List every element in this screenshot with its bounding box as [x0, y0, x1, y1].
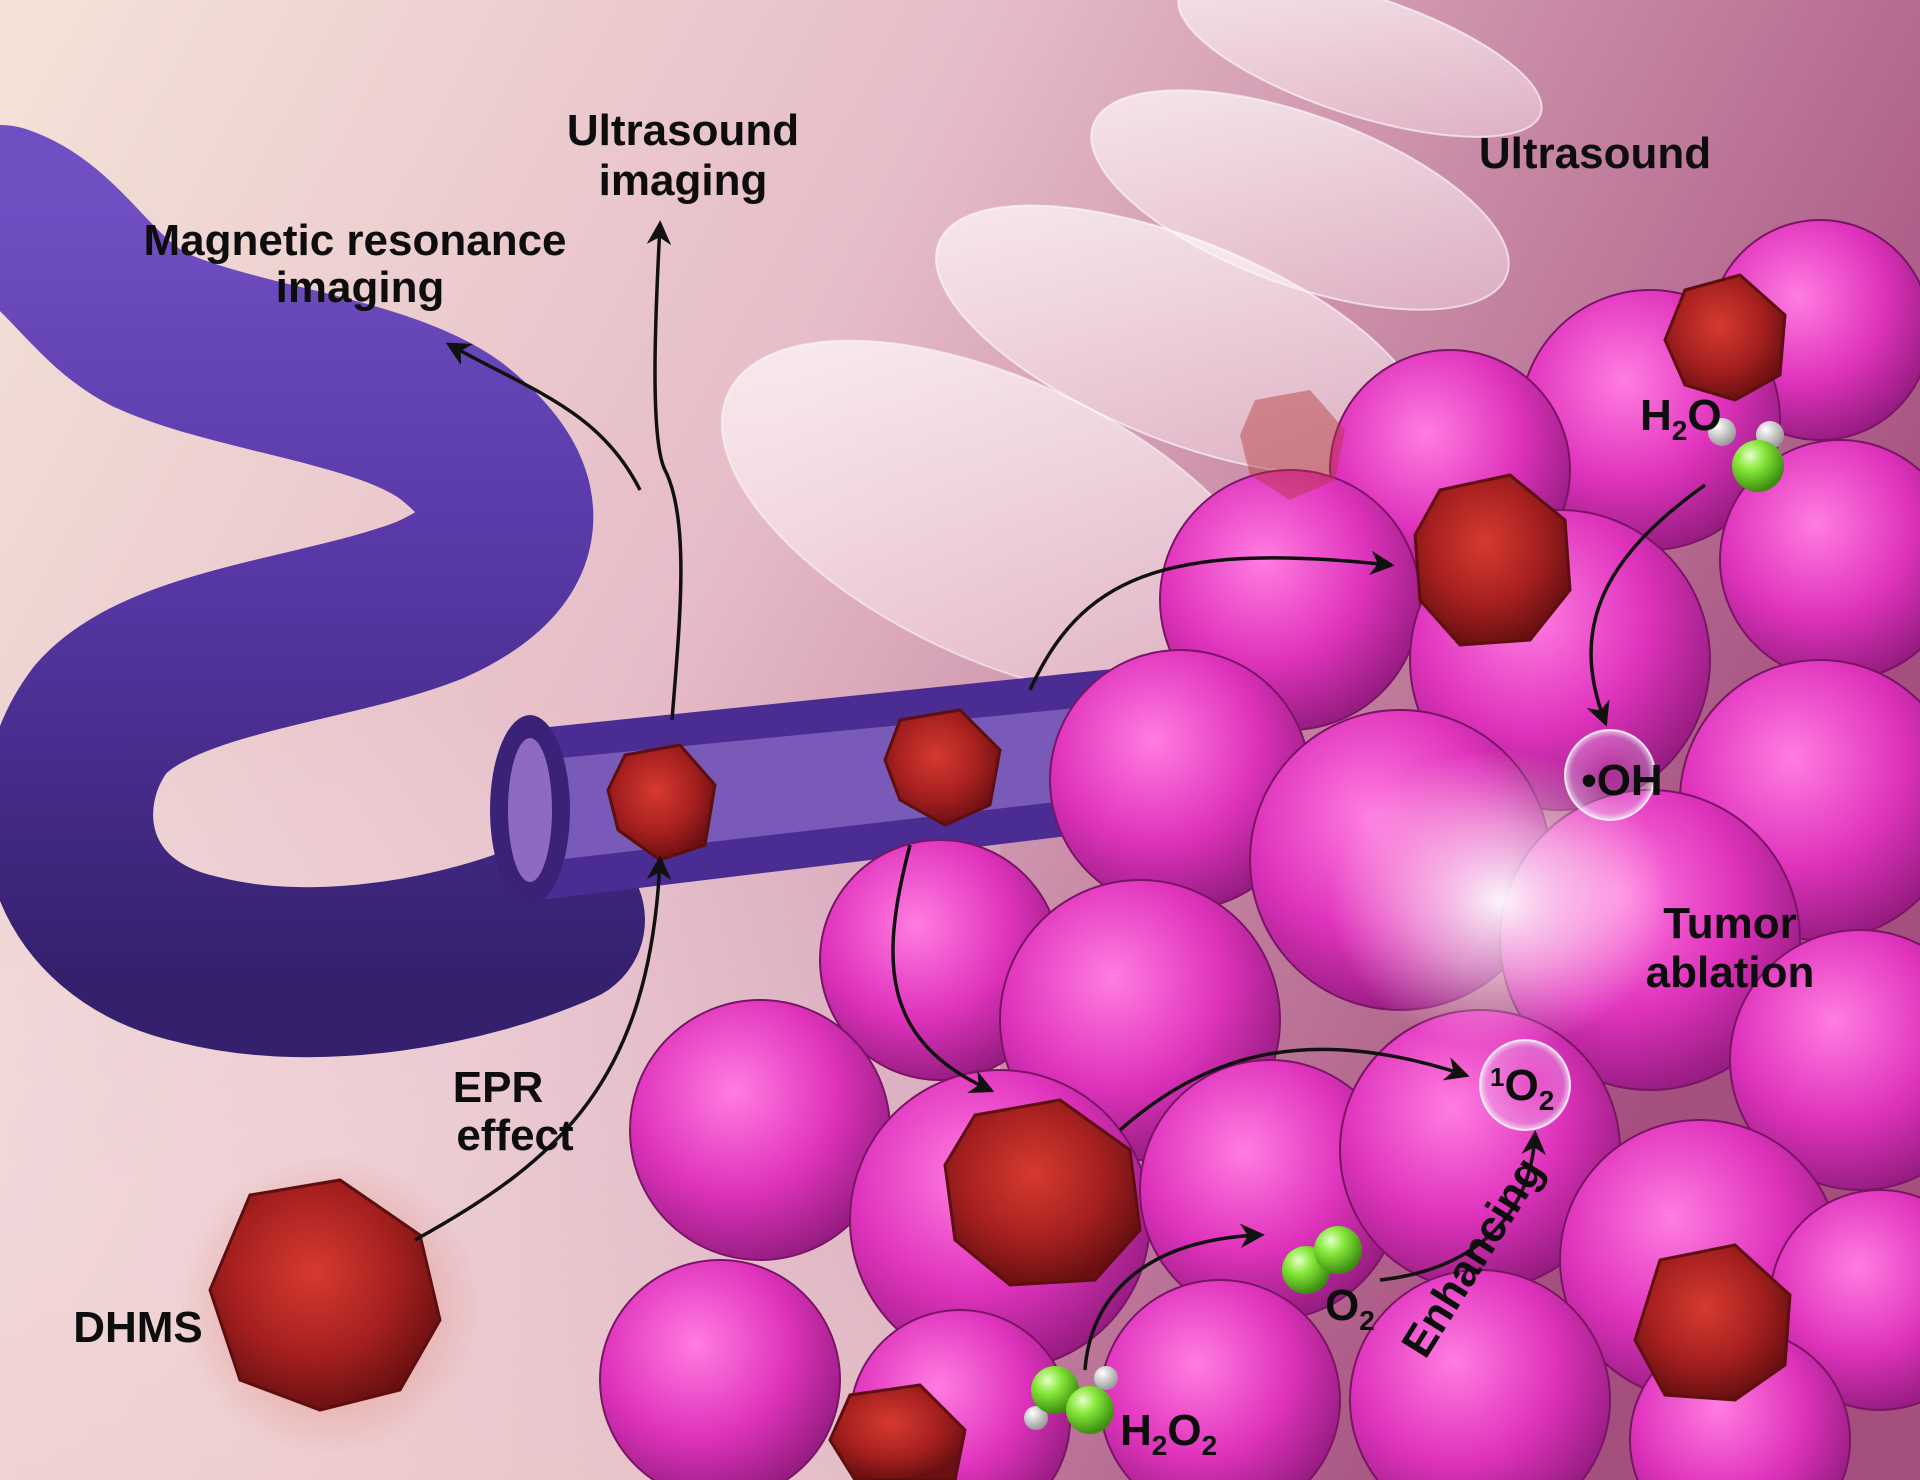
arrow-to-ultrasound-imaging [646, 220, 683, 721]
arrow-water-to-hydroxyl [1586, 483, 1707, 727]
label-ultrasound-imaging-2: imaging [599, 156, 768, 205]
arrow-np-to-singlet-oxygen [1118, 1047, 1470, 1132]
flow-arrows [414, 220, 1707, 1371]
hydroxyl-bubble [1564, 729, 1656, 821]
arrow-to-mri [445, 342, 642, 491]
oxygen-molecule [1282, 1226, 1362, 1294]
nanoparticle-vessel-2 [883, 708, 1002, 827]
label-mri-1: Magnetic resonance [143, 216, 566, 265]
arrow-peroxide-to-oxygen [1083, 1223, 1265, 1371]
label-epr-2: effect [456, 1111, 574, 1160]
label-hydroxyl: •OH [1581, 756, 1662, 805]
label-oxygen: O2 [1325, 1281, 1375, 1336]
arrow-vessel-to-tumor-bottom [891, 844, 995, 1094]
label-singlet-oxygen: 1O2 [1490, 1061, 1554, 1116]
nanoparticle-faded [1240, 390, 1345, 500]
nanoparticle-tumor-4 [1633, 1243, 1792, 1402]
label-tumor-2: ablation [1646, 948, 1815, 997]
nanoparticle-dhms [208, 1178, 442, 1412]
label-ultrasound: Ultrasound [1479, 129, 1711, 178]
label-peroxide: H2O2 [1120, 1406, 1217, 1461]
nanoparticle-tumor-2 [1413, 473, 1572, 647]
label-ultrasound-imaging-1: Ultrasound [567, 106, 799, 155]
arrow-oxygen-to-singlet-oxygen [1379, 1130, 1547, 1282]
label-water: H2O [1640, 391, 1722, 446]
dhms-nanoparticles [180, 273, 1792, 1480]
nanoparticle-tumor-3 [1663, 273, 1787, 402]
arrow-dhms-to-vessel [414, 855, 672, 1242]
peroxide-molecule [1024, 1366, 1118, 1434]
water-molecule [1708, 418, 1784, 492]
label-mri-2: imaging [276, 263, 445, 312]
nanoparticle-tumor-1 [943, 1098, 1142, 1287]
label-dhms: DHMS [73, 1303, 203, 1352]
ultrasound-waves [720, 0, 1543, 701]
arrow-vessel-to-tumor-top [1028, 550, 1395, 691]
ablation-glow [1330, 750, 1670, 1050]
label-epr-1: EPR [453, 1063, 543, 1112]
nanoparticle-tumor-5 [828, 1383, 967, 1480]
nanoparticle-vessel-1 [606, 743, 717, 862]
label-tumor-1: Tumor [1663, 899, 1797, 948]
singlet-oxygen-bubble [1479, 1039, 1571, 1131]
